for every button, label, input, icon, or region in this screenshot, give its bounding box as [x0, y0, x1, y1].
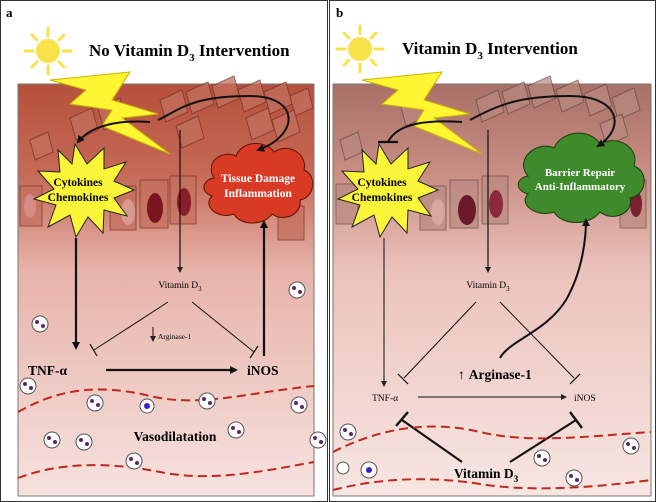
- panel-a-nuclei: [24, 188, 191, 225]
- panel-b-immune-cells: [336, 423, 640, 487]
- panel-b-vitd-label: Vitamin D3: [466, 281, 510, 293]
- panel-b-cytokines-label: Cytokines: [357, 177, 407, 189]
- panel-b-tnf-label: TNF-α: [372, 394, 398, 404]
- panel-a-immune-cells: [19, 281, 327, 470]
- panel-b-repair-label: Barrier Repair: [545, 167, 615, 179]
- lightning-icon: [361, 71, 483, 155]
- panel-a: a No Vitamin D3 Intervention: [0, 0, 328, 502]
- panel-b-title: Vitamin D3 Intervention: [402, 39, 578, 62]
- panel-b-repair-cloud: [517, 132, 645, 223]
- panel-a-vasodilatation-label: Vasodilatation: [134, 429, 217, 444]
- panel-b-arrows: [378, 94, 616, 463]
- panel-b-vitd-bottom-label: Vitamin D3: [454, 466, 519, 484]
- panel-a-vitd-label: Vitamin D3: [158, 281, 202, 293]
- panel-a-inflammation-label: Inflammation: [224, 188, 292, 200]
- panel-a-vessel: [17, 385, 315, 479]
- lightning-icon: [49, 71, 171, 155]
- panel-a-damage-label: Tissue Damage: [221, 173, 295, 185]
- panel-a-arrows: [72, 94, 290, 374]
- panel-a-arginase-label: Arginase-1: [158, 332, 191, 341]
- sun-icon: [23, 26, 73, 76]
- panel-a-letter: a: [6, 5, 13, 20]
- panel-b-anti-inflammatory-label: Anti-Inflammatory: [535, 181, 626, 193]
- panel-a-inos-label: iNOS: [247, 363, 279, 378]
- panel-a-chemokines-label: Chemokines: [48, 192, 109, 204]
- sun-icon: [335, 24, 385, 74]
- panel-a-cytokines-burst: [32, 142, 136, 239]
- panel-a-cytokines-label: Cytokines: [53, 177, 103, 189]
- panel-a-title: No Vitamin D3 Intervention: [89, 41, 290, 64]
- panel-b-inos-label: iNOS: [574, 394, 596, 404]
- panel-b-arginase-label: ↑Arginase-1: [458, 367, 532, 382]
- panel-b-letter: b: [336, 5, 343, 20]
- panel-b: b Vitamin D3 Intervention: [329, 0, 656, 502]
- panel-b-vessel: [332, 425, 652, 491]
- panel-a-damage-cloud: [203, 143, 314, 224]
- panel-b-cytokines-burst: [336, 142, 440, 239]
- panel-a-tnf-label: TNF-α: [28, 363, 67, 378]
- panel-b-chemokines-label: Chemokines: [352, 192, 413, 204]
